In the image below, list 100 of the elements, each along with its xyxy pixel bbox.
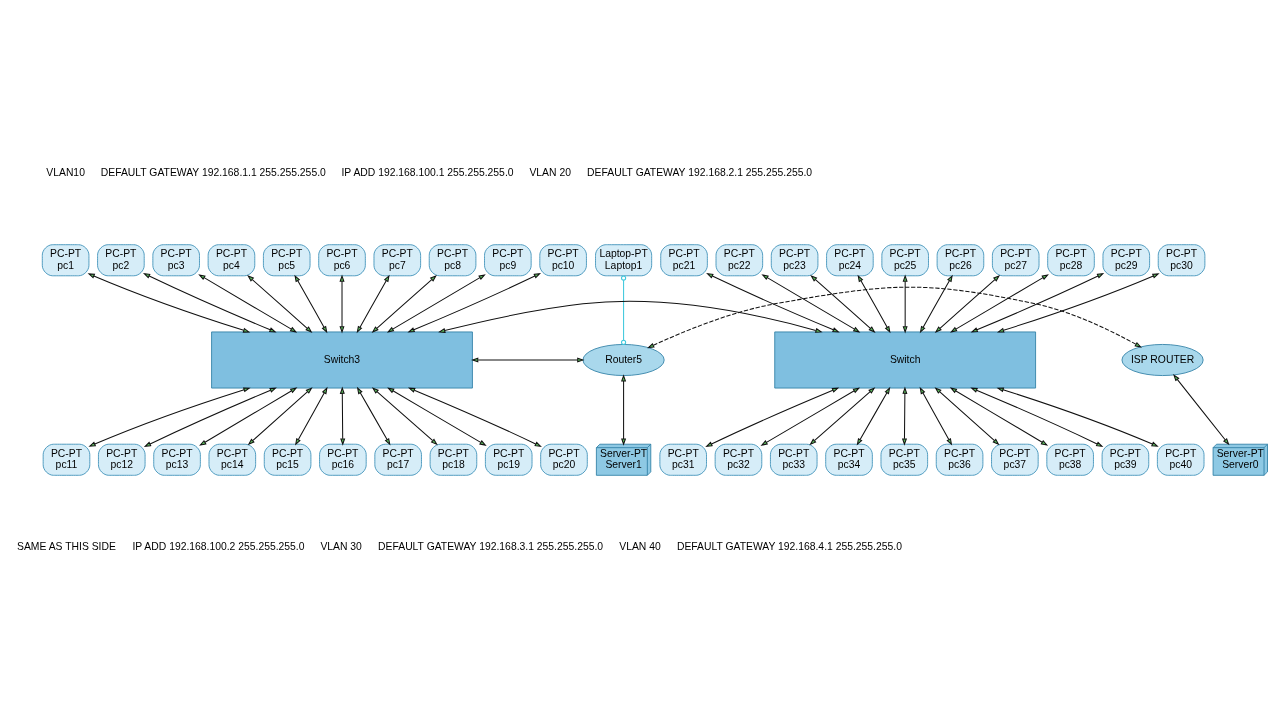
node-box: PC-PT pc12 xyxy=(98,443,146,476)
label: VLAN10 xyxy=(46,166,85,178)
node-box: PC-PT pc32 xyxy=(714,443,763,476)
label: VLAN 40 xyxy=(619,540,661,552)
arrow xyxy=(996,273,1160,333)
node-box: PC-PT pc27 xyxy=(991,244,1040,277)
arrow xyxy=(387,387,487,446)
node-box: PC-PT pc14 xyxy=(208,443,257,476)
node-box: PC-PT pc29 xyxy=(1102,244,1151,277)
node-box: PC-PT pc1 xyxy=(41,244,90,277)
arrow xyxy=(247,387,313,446)
arrow xyxy=(705,387,840,447)
arrow xyxy=(996,387,1159,447)
node-box: PC-PT pc24 xyxy=(826,244,874,277)
node-box: PC-PT pc36 xyxy=(935,443,984,476)
node-ellipse: ISP ROUTER xyxy=(1121,344,1204,376)
node-box: PC-PT pc23 xyxy=(770,244,819,277)
arrow xyxy=(294,274,328,334)
node-box: PC-PT pc21 xyxy=(660,244,708,277)
arrow xyxy=(356,386,391,446)
arrow xyxy=(761,274,861,333)
arrow xyxy=(621,374,627,446)
label: VLAN 20 xyxy=(529,166,571,178)
label: DEFAULT GATEWAY 192.168.1.1 255.255.255.0 xyxy=(100,166,326,178)
node-box: PC-PT pc3 xyxy=(152,244,200,277)
node-box: PC-PT pc10 xyxy=(539,244,587,277)
label: DEFAULT GATEWAY 192.168.3.1 255.255.255.0 xyxy=(378,540,604,552)
arrow xyxy=(647,286,1142,349)
arrow xyxy=(143,387,277,447)
arrow xyxy=(438,300,823,333)
node-box: PC-PT pc25 xyxy=(881,244,929,277)
node-box: PC-PT pc39 xyxy=(1101,443,1150,476)
node-box: PC-PT pc8 xyxy=(428,244,477,277)
arrow xyxy=(706,273,840,333)
node-box: PC-PT pc17 xyxy=(374,443,422,476)
label: DEFAULT GATEWAY 192.168.2.1 255.255.255.0 xyxy=(587,166,813,178)
arrow xyxy=(371,387,438,446)
arrow xyxy=(949,274,1049,333)
node-box: PC-PT pc18 xyxy=(429,443,478,476)
node-box: PC-PT pc9 xyxy=(484,244,532,277)
node-box: PC-PT pc28 xyxy=(1047,244,1095,277)
connector xyxy=(621,275,627,345)
arrow xyxy=(919,274,953,334)
arrow xyxy=(901,386,908,446)
arrow xyxy=(809,387,876,446)
arrow xyxy=(407,273,542,333)
node-box: PC-PT pc16 xyxy=(319,443,367,476)
arrow xyxy=(356,274,390,334)
node-box: PC-PT pc35 xyxy=(880,443,929,476)
node-box: PC-PT pc15 xyxy=(263,443,312,476)
node-box: PC-PT pc6 xyxy=(318,244,366,277)
arrow xyxy=(371,274,437,333)
node-box: PC-PT pc7 xyxy=(373,244,422,277)
node-box: PC-PT pc20 xyxy=(540,443,588,476)
arrow xyxy=(810,274,876,333)
node-box: PC-PT pc5 xyxy=(263,244,311,277)
arrow xyxy=(1173,374,1230,446)
node-box: PC-PT pc33 xyxy=(770,443,818,476)
arrow xyxy=(934,387,1000,446)
arrow xyxy=(970,387,1104,447)
arrow xyxy=(902,274,908,334)
node-box: PC-PT pc37 xyxy=(991,443,1039,476)
node-box: Laptop-PT Laptop1 xyxy=(595,244,653,277)
arrow xyxy=(87,273,251,333)
node-box: PC-PT pc4 xyxy=(207,244,256,277)
arrow xyxy=(919,386,953,446)
arrow xyxy=(857,274,891,334)
arrow xyxy=(760,387,861,446)
arrow xyxy=(247,274,313,333)
node-box: PC-PT pc31 xyxy=(659,443,707,476)
node-box: PC-PT pc22 xyxy=(715,244,764,277)
label: IP ADD 192.168.100.1 255.255.255.0 xyxy=(341,166,514,178)
arrow xyxy=(934,274,1001,333)
label: DEFAULT GATEWAY 192.168.4.1 255.255.255.0 xyxy=(676,540,902,552)
label: SAME AS THIS SIDE xyxy=(17,540,116,552)
arrow xyxy=(970,273,1105,333)
node-box: PC-PT pc38 xyxy=(1046,443,1094,476)
node-box: PC-PT pc19 xyxy=(484,443,533,476)
arrow xyxy=(856,386,891,446)
node-box: PC-PT pc13 xyxy=(153,443,201,476)
arrow xyxy=(386,274,486,333)
arrow xyxy=(407,387,542,447)
node-box: PC-PT pc34 xyxy=(825,443,873,476)
label: VLAN 30 xyxy=(320,540,362,552)
node-box: PC-PT pc40 xyxy=(1156,443,1205,476)
label: IP ADD 192.168.100.2 255.255.255.0 xyxy=(132,540,305,552)
node-box: Switch xyxy=(774,331,1036,389)
node-box: PC-PT pc26 xyxy=(936,244,985,277)
node-box: PC-PT pc2 xyxy=(97,244,145,277)
node-box: Switch3 xyxy=(211,331,473,389)
arrow xyxy=(339,274,345,334)
arrow xyxy=(199,387,298,446)
node-box: PC-PT pc11 xyxy=(42,443,91,476)
arrow xyxy=(295,386,328,446)
arrow xyxy=(471,357,585,363)
arrow xyxy=(88,387,251,447)
arrow xyxy=(339,386,346,446)
arrow xyxy=(949,387,1049,446)
arrow xyxy=(142,273,277,333)
node-box: PC-PT pc30 xyxy=(1157,244,1206,277)
